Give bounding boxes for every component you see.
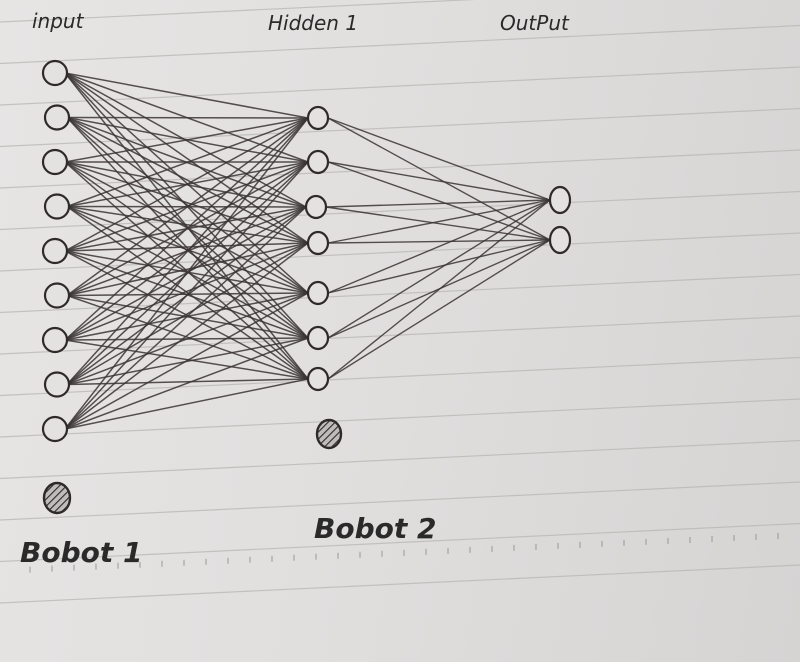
hidden-neuron [306,280,330,306]
output-neuron [548,185,572,215]
connection-line [66,117,309,297]
connection-line [64,292,309,430]
ruled-line [0,356,800,397]
connection-line [64,242,309,341]
connection-line [64,161,309,380]
ruled-line [0,107,800,148]
connection-line [64,161,309,341]
hidden-neuron [306,149,330,175]
connection-line [327,161,551,241]
connection-line [66,116,309,119]
hidden-neuron [304,194,328,220]
ruled-line [0,315,800,355]
connection-line [64,242,309,252]
ruled-line [0,522,800,563]
connection-line [64,72,309,294]
connection-line [66,242,309,297]
connections [64,72,551,430]
hidden-neuron [306,325,330,351]
hidden-neuron [306,105,330,131]
connection-line [66,116,309,294]
ruled-line [0,481,800,521]
connection-line [64,206,307,341]
connection-line [64,161,309,430]
connection-line [64,378,309,430]
ruled-line [0,398,800,438]
connection-line [66,205,309,244]
input-neuron [41,237,69,265]
ruled-line [0,0,476,23]
ruled-line [0,66,800,106]
ruled-line [0,439,800,480]
connection-line [327,239,551,380]
connection-line [64,117,309,430]
connection-line [64,250,309,294]
connection-line [66,294,309,380]
connection-line [66,242,309,386]
connection-line [327,161,551,201]
connection-line [66,117,309,208]
hidden-layer-label: Hidden 1 [268,11,358,35]
input-neuron [43,371,71,398]
input-neuron [41,59,69,87]
input-layer-label: input [32,9,85,33]
input-neuron [43,104,71,131]
neurons [41,59,572,515]
ruled-line [0,564,800,604]
ruled-line [0,232,800,272]
connection-line [64,117,309,163]
connection-line [327,199,551,339]
input-neuron [41,326,69,354]
input-neuron [43,193,71,220]
connection-line [64,339,309,380]
connection-line [327,117,551,241]
connection-line [327,239,551,294]
connection-line [64,161,309,252]
connection-line [66,117,309,386]
bias-1-label: Bobot 1 [20,536,142,569]
connection-line [64,72,309,119]
connection-line [64,72,309,339]
connection-line [66,292,309,386]
connection-line [64,161,309,244]
connection-line [327,199,551,244]
output-layer-label: OutPut [500,11,570,35]
output-neuron [548,225,572,255]
input-neuron [41,415,69,443]
connection-line [325,199,551,208]
input-neuron [41,148,69,176]
connection-line [327,239,551,244]
connection-line [66,116,309,244]
connection-line [64,117,309,252]
ruled-line [0,24,800,65]
connection-line [66,116,309,380]
connection-line [325,206,551,241]
bias-2-node [315,418,343,450]
bias-2-label: Bobot 2 [314,512,436,545]
connection-line [64,117,309,341]
connection-line [327,199,551,294]
connection-line [64,161,309,294]
hidden-neuron [306,366,330,392]
connection-line [327,117,551,201]
hidden-neuron [306,230,330,256]
connection-line [64,337,309,430]
connection-line [64,206,307,430]
input-neuron [43,282,71,309]
ruled-lines [0,0,800,604]
connection-line [64,242,309,430]
bias-1-node [42,481,72,515]
connection-line [327,199,551,380]
